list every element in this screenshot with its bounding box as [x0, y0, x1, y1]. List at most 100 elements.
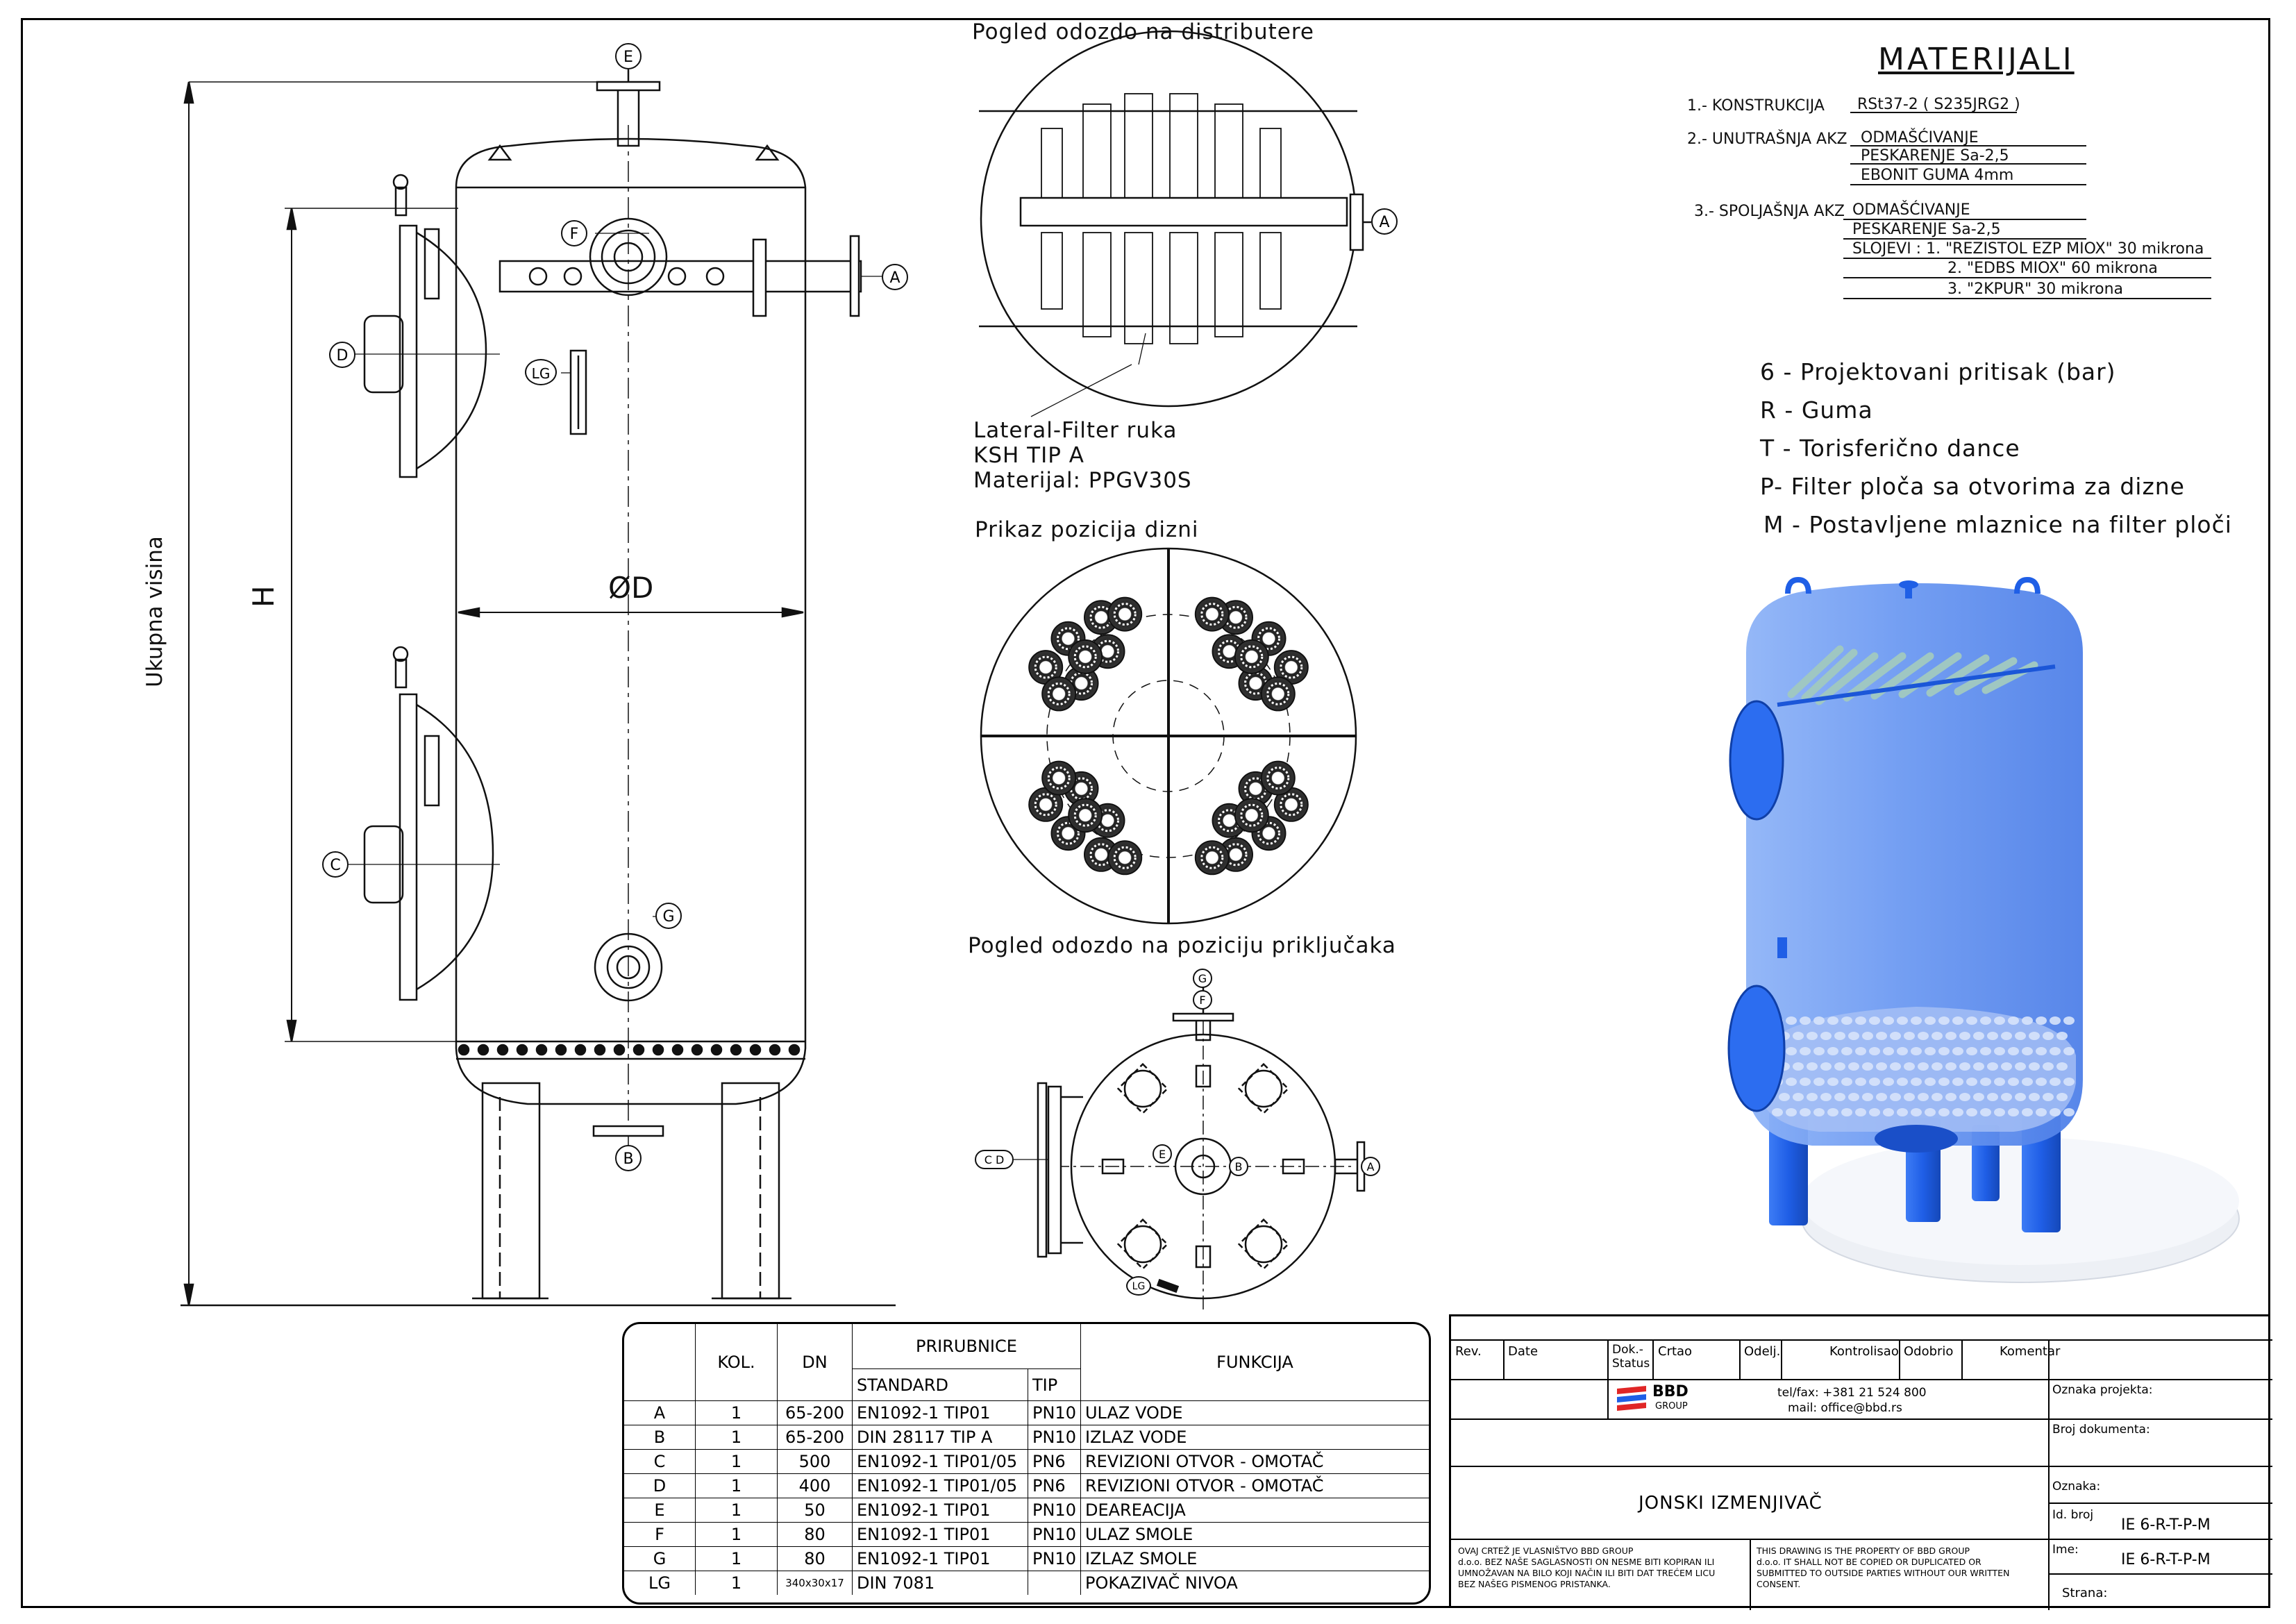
- resin-bead: [1862, 1062, 1873, 1071]
- resin-bead: [1800, 1016, 1811, 1025]
- resin-bead: [1793, 1032, 1804, 1040]
- resin-bead: [1813, 1078, 1825, 1086]
- resin-bead: [1800, 1047, 1811, 1055]
- flange-bolts: [458, 1044, 801, 1056]
- resin-bead: [1911, 1016, 1922, 1025]
- resin-bead: [2015, 1093, 2026, 1101]
- filter-nozzle: [1260, 676, 1296, 712]
- resin-bead: [1876, 1062, 1887, 1071]
- resin-bead: [1932, 1032, 1943, 1040]
- material-value-2: ODMAŠĆIVANJE: [1861, 129, 1979, 147]
- resin-bead: [1966, 1108, 1977, 1116]
- diameter-label: ØD: [608, 571, 654, 605]
- cell-standard: EN1092-1 TIP01: [852, 1546, 1028, 1571]
- legend-line-2: R - Guma: [1760, 396, 1873, 424]
- resin-bead: [2008, 1108, 2019, 1116]
- bubble-f-connection: F: [1193, 990, 1212, 1010]
- resin-bead: [1841, 1047, 1852, 1055]
- resin-bead: [1855, 1047, 1866, 1055]
- cell-funkcija: REVIZIONI OTVOR - OMOTAČ: [1080, 1449, 1429, 1474]
- cell-dn: 340x30x17: [777, 1571, 853, 1595]
- tb-kontrolisao: Kontrolisao: [1829, 1344, 1899, 1359]
- material-rules: [1843, 112, 2211, 299]
- resin-bead: [2043, 1093, 2054, 1101]
- vessel-3d-render: [1727, 576, 2240, 1283]
- lateral-note-line2: KSH TIP A: [973, 443, 1085, 468]
- resin-bead: [1883, 1016, 1894, 1025]
- filter-nozzle: [1194, 596, 1230, 632]
- resin-bead: [1973, 1062, 1984, 1071]
- resin-bead: [1841, 1108, 1852, 1116]
- cell-dn: 400: [777, 1473, 853, 1498]
- resin-bead: [1932, 1093, 1943, 1101]
- bubble-g-connection: G: [1193, 969, 1212, 988]
- resin-bead: [1987, 1093, 1998, 1101]
- disclaimer-en-1: THIS DRAWING IS THE PROPERTY OF BBD GROU…: [1757, 1546, 1970, 1556]
- resin-bead: [1911, 1078, 1922, 1086]
- legend-line-4: P- Filter ploča sa otvorima za dizne: [1760, 473, 2185, 500]
- nozzle-table: KOL. DN PRIRUBNICE FUNKCIJA STANDARD TIP…: [622, 1322, 1431, 1605]
- resin-bead: [1890, 1062, 1901, 1071]
- resin-bead: [2050, 1047, 2061, 1055]
- bubble-g: G: [655, 903, 682, 929]
- resin-bead: [2036, 1108, 2047, 1116]
- filter-nozzle: [1068, 798, 1103, 833]
- resin-bead: [1932, 1062, 1943, 1071]
- resin-bead: [1918, 1062, 1929, 1071]
- resin-bead: [2063, 1078, 2075, 1086]
- resin-bead: [1834, 1093, 1845, 1101]
- disclaimer-en-2: d.o.o. IT SHALL NOT BE COPIED OR DUPLICA…: [1757, 1557, 1981, 1567]
- tb-id-value: IE 6-R-T-P-M: [2121, 1516, 2211, 1534]
- resin-bead: [1883, 1108, 1894, 1116]
- resin-bead: [2022, 1016, 2033, 1025]
- bbd-logo-mark: [1617, 1386, 1646, 1411]
- resin-bead: [1966, 1047, 1977, 1055]
- header-funkcija: FUNKCIJA: [1080, 1324, 1429, 1401]
- resin-bead: [1841, 1016, 1852, 1025]
- resin-bead: [1883, 1047, 1894, 1055]
- resin-bead: [1952, 1108, 1963, 1116]
- cell-standard: DIN 28117 TIP A: [852, 1425, 1028, 1450]
- cell-dn: 65-200: [777, 1425, 853, 1450]
- resin-bead: [1786, 1047, 1797, 1055]
- bubble-lg: LG: [525, 359, 557, 385]
- resin-bead: [1779, 1093, 1790, 1101]
- resin-bead: [1945, 1062, 1956, 1071]
- bbd-logo-text: BBD: [1652, 1383, 1689, 1400]
- connection-view: [1014, 986, 1371, 1312]
- resin-bead: [1862, 1032, 1873, 1040]
- resin-bead: [1827, 1016, 1838, 1025]
- resin-bead: [1938, 1016, 1950, 1025]
- filter-nozzle: [1068, 639, 1103, 674]
- resin-bead: [1952, 1016, 1963, 1025]
- resin-bead: [1980, 1108, 1991, 1116]
- resin-bead: [1897, 1108, 1908, 1116]
- bubble-f: F: [561, 220, 587, 246]
- cell-tip: PN10: [1028, 1425, 1081, 1450]
- h-dimension-label: H: [246, 585, 280, 608]
- cell-dn: 80: [777, 1546, 853, 1571]
- tb-oznaka-projekta: Oznaka projekta:: [2052, 1383, 2153, 1397]
- lateral-note-line1: Lateral-Filter ruka: [973, 418, 1178, 443]
- material-label-1: 1.- KONSTRUKCIJA: [1687, 97, 1825, 115]
- resin-bead: [2022, 1108, 2033, 1116]
- tb-odobrio: Odobrio: [1904, 1344, 1954, 1359]
- cell-standard: EN1092-1 TIP01/05: [852, 1473, 1028, 1498]
- resin-bead: [1994, 1108, 2005, 1116]
- cell-kol: 1: [695, 1571, 778, 1595]
- resin-bead: [2008, 1016, 2019, 1025]
- cell-tip: PN10: [1028, 1400, 1081, 1425]
- legend-line-5: M - Postavljene mlaznice na filter ploči: [1763, 511, 2232, 538]
- header-id: [624, 1324, 696, 1401]
- resin-bead: [1966, 1078, 1977, 1086]
- tb-dok-status: Dok.-Status: [1612, 1343, 1650, 1371]
- resin-bead: [1897, 1016, 1908, 1025]
- resin-bead: [2036, 1047, 2047, 1055]
- cell-funkcija: ULAZ VODE: [1080, 1400, 1429, 1425]
- cell-funkcija: IZLAZ SMOLE: [1080, 1546, 1429, 1571]
- header-dn: DN: [777, 1324, 853, 1401]
- cell-id: G: [624, 1546, 696, 1571]
